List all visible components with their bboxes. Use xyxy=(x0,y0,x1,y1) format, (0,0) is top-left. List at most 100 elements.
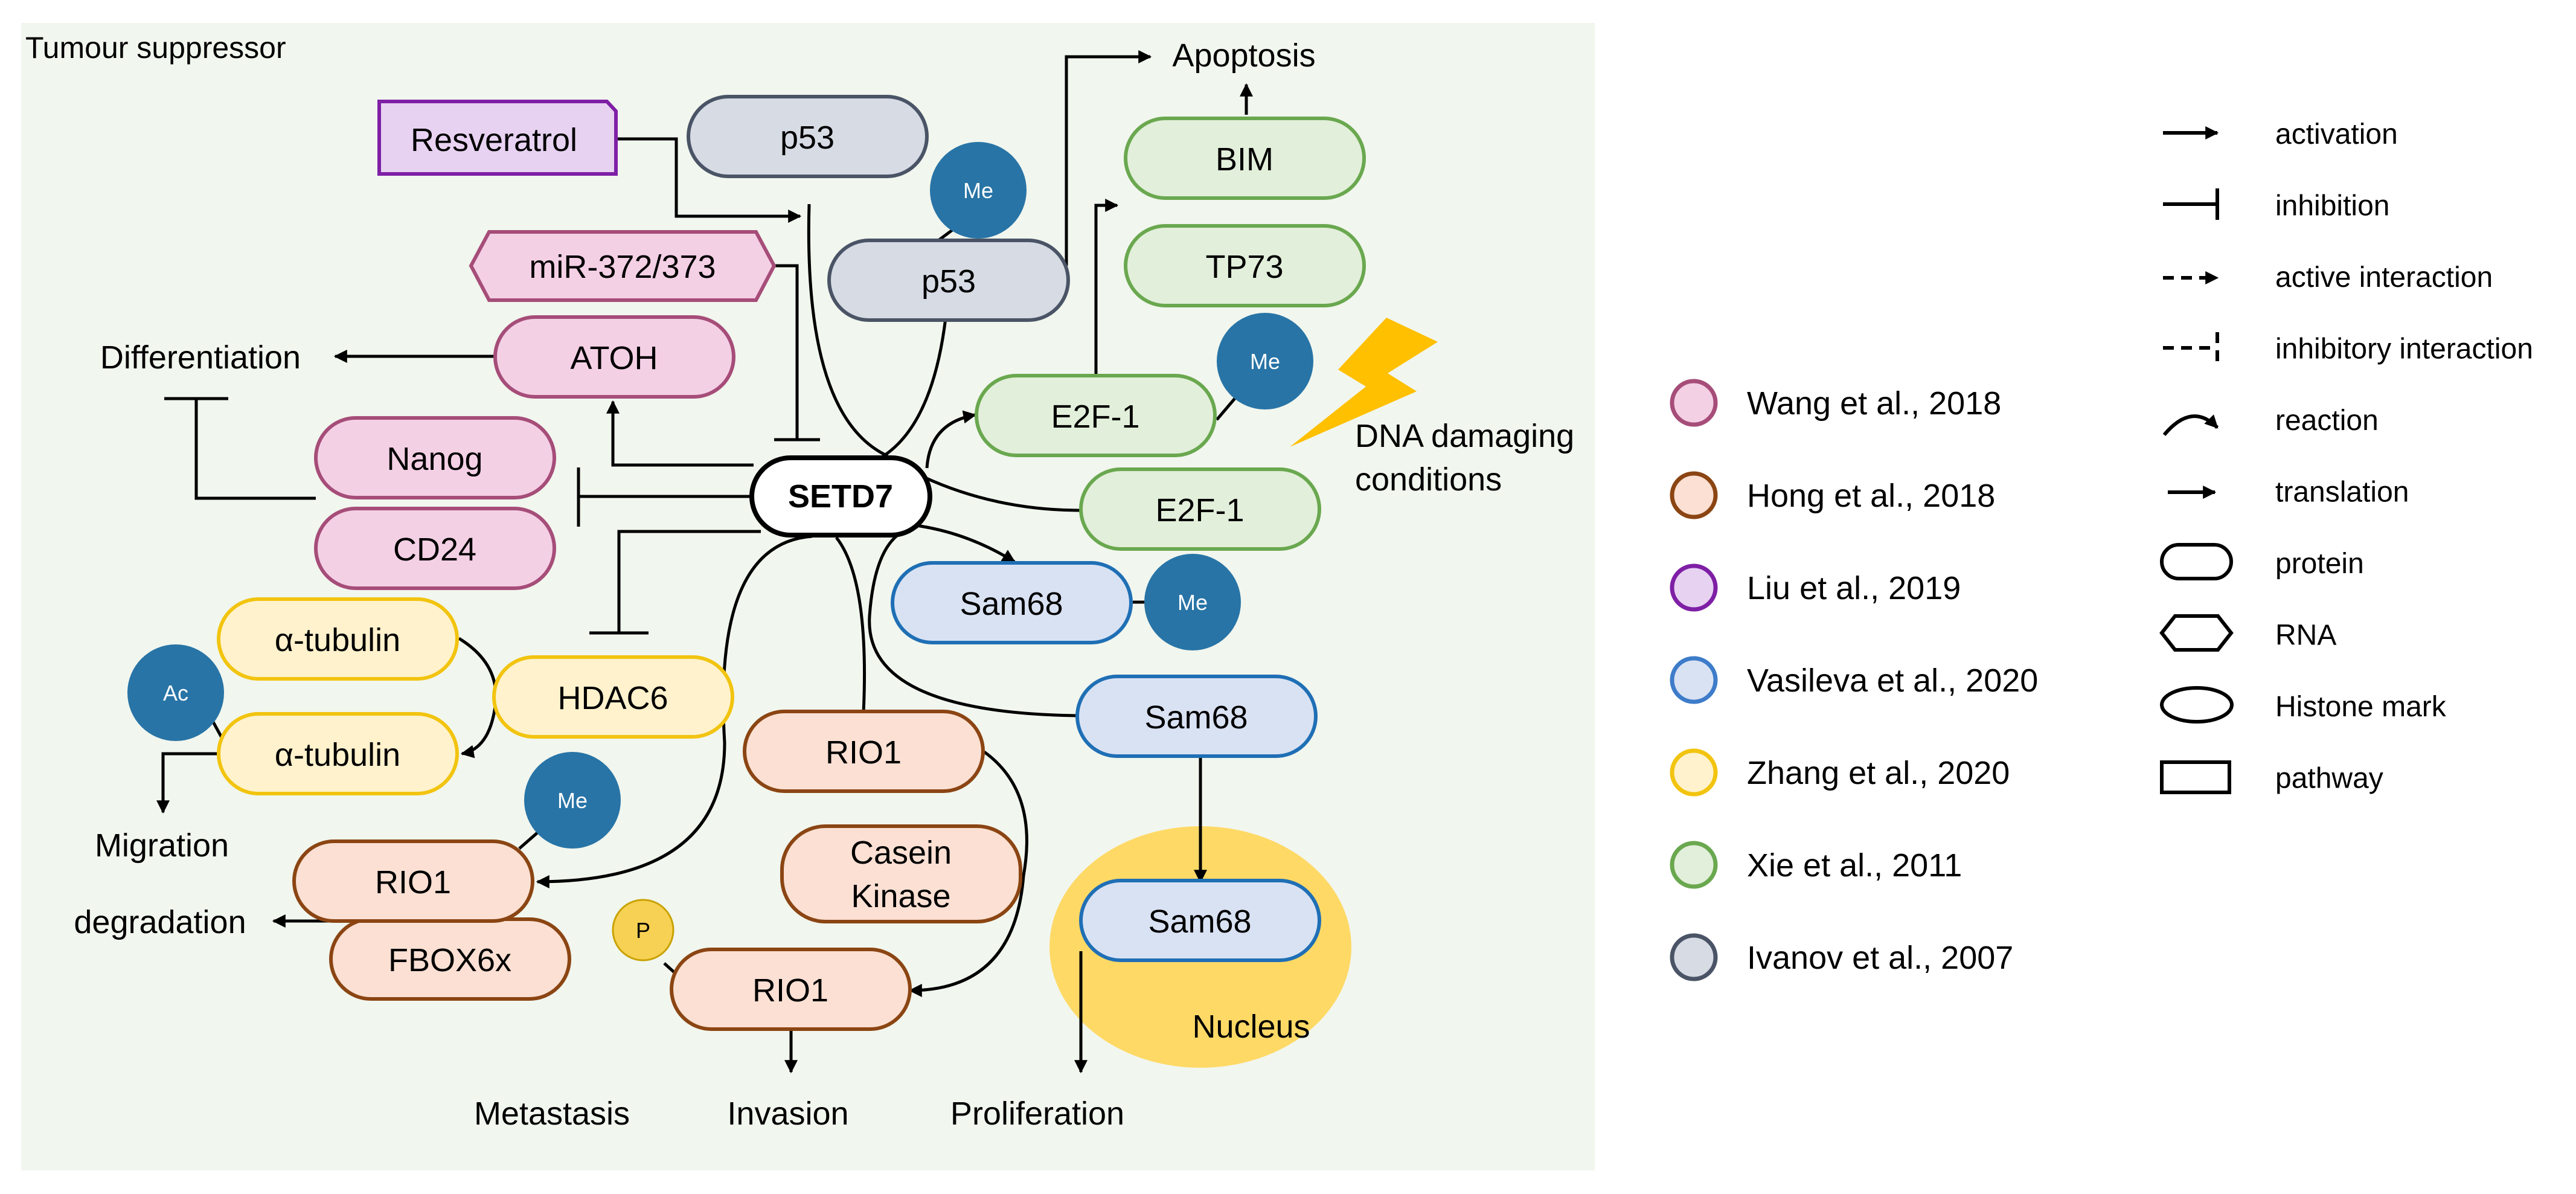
key-label-hexagon: RNA xyxy=(2275,620,2336,652)
alpha-tubulin-node-top[interactable]: α-tubulin xyxy=(217,597,459,681)
key-label-dashed-arrow: active interaction xyxy=(2275,262,2493,294)
alpha-tubulin-top-label: α-tubulin xyxy=(275,622,400,658)
apoptosis-label: Apoptosis xyxy=(1172,37,1315,74)
reference-color-swatch xyxy=(1670,563,1718,612)
dashed-bar-icon xyxy=(2163,332,2219,364)
rounded-rectangle-icon xyxy=(2160,543,2233,580)
panel-title: Tumour suppressor xyxy=(25,31,286,65)
rio1-top-label: RIO1 xyxy=(825,734,902,771)
p53-methylated-node[interactable]: p53 xyxy=(827,239,1070,322)
fbox6x-label: FBOX6x xyxy=(388,942,511,978)
key-label-rectangle: pathway xyxy=(2275,763,2383,795)
tp73-label: TP73 xyxy=(1205,249,1283,285)
resveratrol-label: Resveratrol xyxy=(411,122,577,158)
casein-kinase-node[interactable]: Casein Kinase xyxy=(780,824,1022,923)
tp73-node[interactable]: TP73 xyxy=(1124,224,1366,307)
rio1-methylated-node[interactable]: RIO1 xyxy=(292,839,534,923)
cd24-node[interactable]: CD24 xyxy=(314,507,556,590)
reference-label: Ivanov et al., 2007 xyxy=(1747,940,2013,976)
methyl-mark-sam68: Me xyxy=(1144,554,1241,650)
mirna-node[interactable]: miR-372/373 xyxy=(469,230,777,302)
reference-label: Xie et al., 2011 xyxy=(1747,847,1962,884)
reference-legend-item: Vasileva et al., 2020 xyxy=(1670,656,2038,704)
fbox6x-node[interactable]: FBOX6x xyxy=(329,917,571,1001)
reference-label: Wang et al., 2018 xyxy=(1747,385,2001,422)
hexagon-icon xyxy=(2159,614,2234,652)
setd7-label: SETD7 xyxy=(788,478,893,515)
reference-color-swatch xyxy=(1670,471,1718,519)
acetyl-mark-tubulin: Ac xyxy=(127,644,224,741)
metastasis-label: Metastasis xyxy=(474,1096,630,1132)
differentiation-label: Differentiation xyxy=(100,339,301,376)
rio1-node-top[interactable]: RIO1 xyxy=(743,710,985,793)
bim-node[interactable]: BIM xyxy=(1124,117,1366,200)
hdac6-node[interactable]: HDAC6 xyxy=(492,655,734,739)
reference-legend-item: Xie et al., 2011 xyxy=(1670,841,1962,889)
methyl-mark-rio1: Me xyxy=(524,752,621,849)
reference-legend-item: Zhang et al., 2020 xyxy=(1670,748,2010,797)
phospho-mark-rio1-label: P xyxy=(636,918,650,943)
sam68-node[interactable]: Sam68 xyxy=(1075,675,1318,758)
migration-label: Migration xyxy=(95,827,229,864)
inhibition-bar-icon xyxy=(2163,188,2219,220)
setd7-node[interactable]: SETD7 xyxy=(749,455,932,538)
reference-legend-item: Wang et al., 2018 xyxy=(1670,379,2001,427)
cd24-label: CD24 xyxy=(393,531,476,568)
mirna-label: miR-372/373 xyxy=(529,249,716,285)
reference-label: Liu et al., 2019 xyxy=(1747,570,1961,606)
ellipse-icon xyxy=(2160,686,2234,724)
sam68-me-label: Sam68 xyxy=(960,586,1063,622)
reference-legend-item: Liu et al., 2019 xyxy=(1670,563,1961,612)
symbol-key-legend xyxy=(2159,126,2234,794)
methyl-mark-e2f1-label: Me xyxy=(1250,349,1280,374)
symbol-key-labels: activation inhibition active interaction in… xyxy=(2275,118,2533,795)
reference-color-swatch xyxy=(1670,933,1718,981)
nanog-node[interactable]: Nanog xyxy=(314,416,556,499)
methyl-mark-rio1-label: Me xyxy=(557,788,588,813)
casein-label-line1: Casein xyxy=(850,835,952,871)
reference-color-swatch xyxy=(1670,379,1718,427)
reference-legend-item: Ivanov et al., 2007 xyxy=(1670,933,2013,981)
reference-label: Vasileva et al., 2020 xyxy=(1747,663,2038,699)
lightning-icon xyxy=(1290,318,1438,447)
nucleus-label: Nucleus xyxy=(1192,1009,1310,1045)
p53-node-top[interactable]: p53 xyxy=(687,95,929,178)
bim-label: BIM xyxy=(1216,141,1274,178)
key-label-curved-arrow: reaction xyxy=(2275,405,2379,437)
methyl-mark-p53: Me xyxy=(930,142,1027,239)
p53-me-label: p53 xyxy=(921,263,976,300)
sam68-methylated-node[interactable]: Sam68 xyxy=(891,561,1133,644)
reference-label: Hong et al., 2018 xyxy=(1747,478,1995,514)
rio1-phosphorylated-node[interactable]: RIO1 xyxy=(670,948,912,1031)
e2f1-methylated-node[interactable]: E2F-1 xyxy=(975,374,1217,457)
dna-damage-label-line2: conditions xyxy=(1355,461,1502,498)
atoh-node[interactable]: ATOH xyxy=(493,315,735,399)
e2f1-node[interactable]: E2F-1 xyxy=(1079,467,1321,551)
reference-color-swatch xyxy=(1670,841,1718,889)
rio1-me-label: RIO1 xyxy=(375,864,451,900)
invasion-label: Invasion xyxy=(727,1096,848,1132)
degradation-label: degradation xyxy=(74,904,246,940)
phospho-mark-rio1: P xyxy=(612,899,674,961)
key-label-small-arrow: translation xyxy=(2275,477,2409,509)
key-label-rounded-rectangle: protein xyxy=(2275,548,2364,580)
resveratrol-node[interactable]: Resveratrol xyxy=(377,100,618,176)
alpha-tubulin-ac-label: α-tubulin xyxy=(275,737,400,773)
alpha-tubulin-acetylated-node[interactable]: α-tubulin xyxy=(217,712,459,795)
sam68-label: Sam68 xyxy=(1144,699,1248,736)
sam68-nucleus-label: Sam68 xyxy=(1148,904,1251,940)
casein-label-line2: Kinase xyxy=(851,878,950,914)
e2f1-label: E2F-1 xyxy=(1155,492,1244,528)
key-label-inhibition-bar: inhibition xyxy=(2275,190,2389,222)
key-label-activation-arrow: activation xyxy=(2275,118,2398,150)
connector-lines xyxy=(156,50,1253,1074)
reference-color-swatch xyxy=(1670,748,1718,797)
sam68-nucleus-node[interactable]: Sam68 xyxy=(1079,879,1321,962)
atoh-label: ATOH xyxy=(570,340,658,376)
methyl-mark-sam68-label: Me xyxy=(1177,590,1208,615)
key-label-ellipse: Histone mark xyxy=(2275,691,2447,723)
key-label-dashed-bar: inhibitory interaction xyxy=(2275,333,2533,365)
p53-top-label: p53 xyxy=(780,120,835,156)
